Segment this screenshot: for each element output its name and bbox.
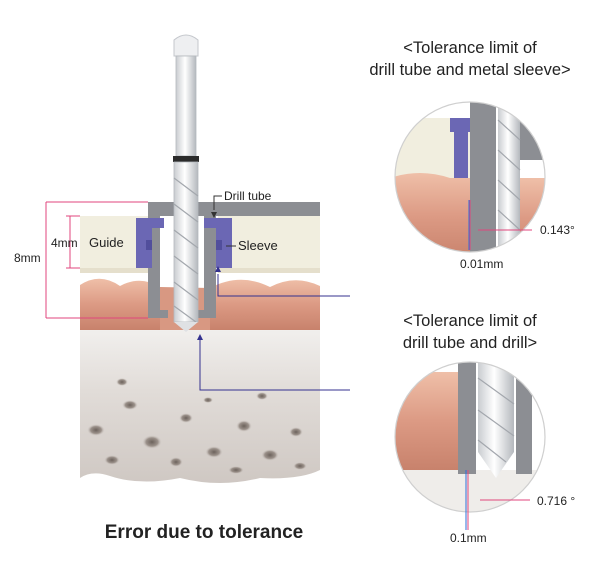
main-caption: Error due to tolerance [105,522,304,543]
drill-bit [173,34,199,332]
gum-layer [80,278,320,330]
detail-drill-tolerance: <Tolerance limit of drill tube and drill… [394,312,575,545]
top-detail-title-line1: <Tolerance limit of [403,39,537,57]
bottom-detail-title-line2: drill tube and drill> [403,334,537,352]
drill-tube-label: Drill tube [224,189,272,203]
dimension-lines [45,201,148,319]
top-gap-label: 0.01mm [460,257,503,271]
bottom-detail-title-line1: <Tolerance limit of [403,312,537,330]
dim-8mm-label: 8mm [14,251,41,265]
dim-4mm-label: 4mm [51,236,78,250]
top-detail-title-line2: drill tube and metal sleeve> [369,61,570,79]
main-cross-section: 8mm 4mm Guide Drill tube Sleeve Error du… [14,34,350,543]
top-angle-label: 0.143° [540,223,575,237]
detail-sleeve-tolerance: <Tolerance limit of drill tube and metal… [369,39,575,271]
sleeve-label: Sleeve [238,238,278,253]
bone-layer [80,330,320,483]
bottom-gap-label: 0.1mm [450,531,487,545]
metal-sleeve [136,218,232,268]
bottom-angle-label: 0.716 ° [537,494,575,508]
pointer-lines [199,274,350,391]
guide-label: Guide [89,235,124,250]
